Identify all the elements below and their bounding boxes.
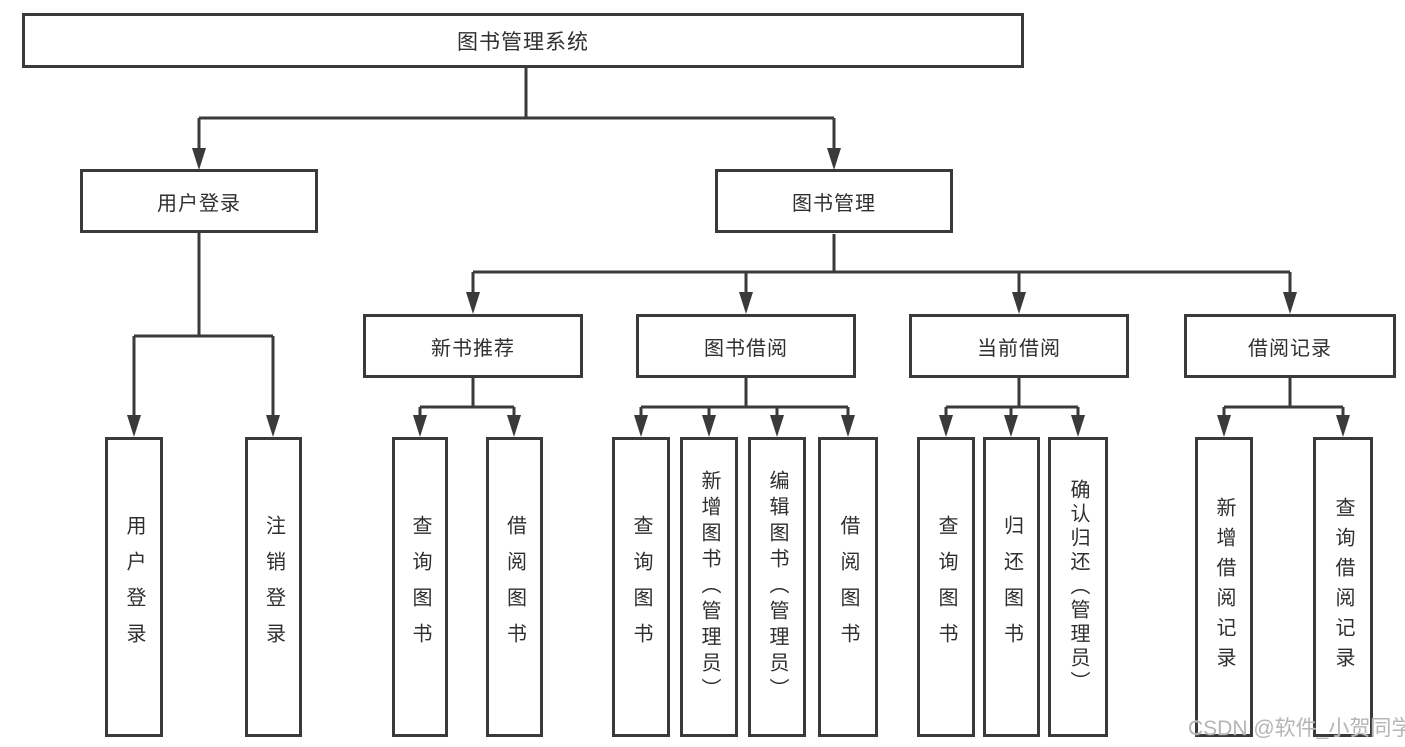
tree-edges (132, 68, 1345, 417)
leaf-label: 借阅图书 (837, 515, 859, 659)
node-current-borrowing: 当前借阅 (909, 314, 1129, 378)
leaf-label: 新增图书（管理员） (698, 470, 720, 704)
leaf-label: 查询图书 (935, 515, 957, 659)
leaf-borrow-books-1: 借阅图书 (486, 437, 543, 737)
leaf-borrow-books-2: 借阅图书 (818, 437, 878, 737)
leaf-label: 查询图书 (409, 515, 431, 659)
leaf-query-books-1: 查询图书 (392, 437, 448, 737)
leaf-query-borrow-record: 查询借阅记录 (1313, 437, 1373, 737)
leaf-query-books-2: 查询图书 (612, 437, 670, 737)
leaf-edit-books-admin: 编辑图书（管理员） (748, 437, 806, 737)
leaf-label: 确认归还（管理员） (1067, 479, 1089, 695)
leaf-logout: 注销登录 (245, 437, 302, 737)
node-book-borrowing: 图书借阅 (636, 314, 856, 378)
node-library-management-system: 图书管理系统 (22, 13, 1024, 68)
node-book-management: 图书管理 (715, 169, 953, 233)
leaf-label: 归还图书 (1000, 515, 1023, 659)
leaf-add-borrow-record: 新增借阅记录 (1195, 437, 1253, 737)
leaf-confirm-return-admin: 确认归还（管理员） (1048, 437, 1108, 737)
node-user-login: 用户登录 (80, 169, 318, 233)
leaf-label: 查询图书 (630, 515, 652, 659)
leaf-label: 查询借阅记录 (1332, 497, 1354, 677)
watermark: CSDN @软件_小贺同学 (1188, 717, 1405, 740)
leaf-label: 借阅图书 (503, 515, 526, 659)
leaf-label: 用户登录 (123, 515, 145, 659)
leaf-label: 编辑图书（管理员） (766, 470, 788, 704)
leaf-add-books-admin: 新增图书（管理员） (680, 437, 738, 737)
leaf-user-login: 用户登录 (105, 437, 163, 737)
node-new-book-recommendation: 新书推荐 (363, 314, 583, 378)
leaf-label: 注销登录 (262, 515, 285, 659)
leaf-label: 新增借阅记录 (1213, 497, 1235, 677)
leaf-return-books: 归还图书 (983, 437, 1040, 737)
leaf-query-books-3: 查询图书 (917, 437, 975, 737)
node-borrowing-records: 借阅记录 (1184, 314, 1396, 378)
